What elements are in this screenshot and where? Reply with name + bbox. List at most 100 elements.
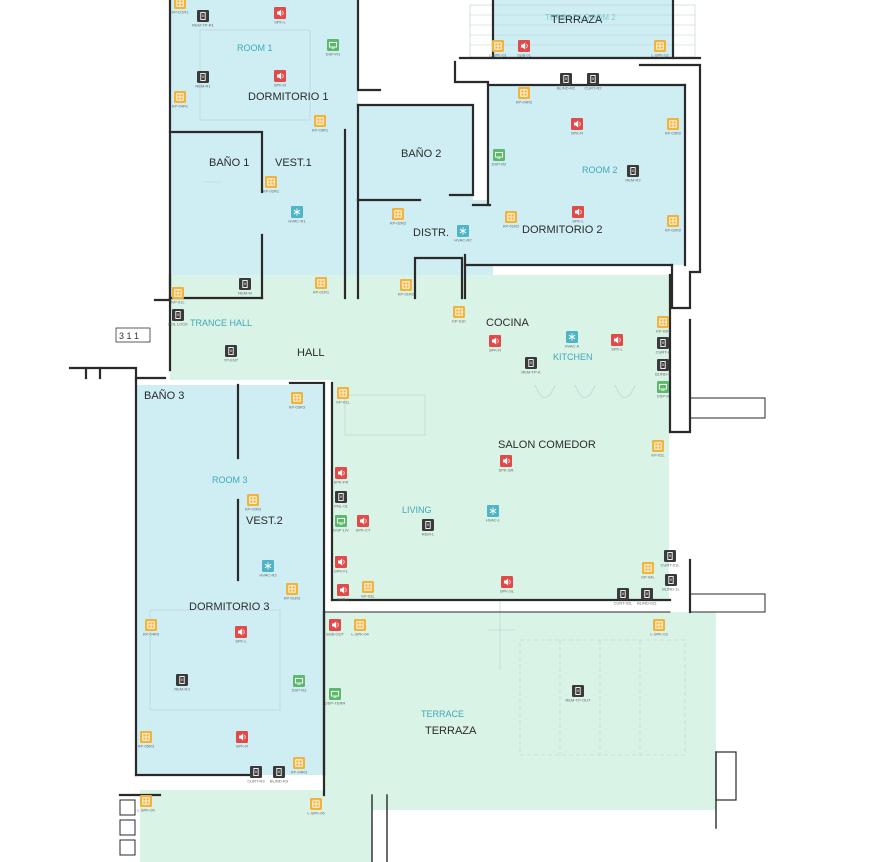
- device-remote[interactable]: CURT-01L: [661, 550, 681, 568]
- device-speaker[interactable]: SUB-01: [517, 40, 532, 58]
- device-remote[interactable]: TP-ENT: [224, 345, 239, 363]
- display-glyph: [328, 41, 338, 48]
- remote-glyph: [563, 75, 569, 83]
- device-speaker[interactable]: SPK-SR: [499, 455, 514, 473]
- device-speaker[interactable]: SPK-L: [274, 7, 287, 25]
- device-remote[interactable]: BLIND-R2: [557, 73, 576, 91]
- device-keypad[interactable]: KP-04R1: [172, 91, 189, 109]
- device-hvac[interactable]: HVAC-R1: [288, 206, 306, 224]
- device-remote[interactable]: REM-TP-K: [521, 357, 541, 375]
- device-keypad[interactable]: KP-02K: [656, 316, 670, 334]
- device-keypad[interactable]: KP-01L: [336, 387, 350, 405]
- device-remote[interactable]: REM-R2: [625, 165, 641, 183]
- device-keypad[interactable]: KP-02R3: [245, 494, 262, 512]
- device-keypad[interactable]: KP-04R3: [143, 619, 160, 637]
- device-keypad[interactable]: KP-03R2: [665, 118, 682, 136]
- device-display[interactable]: DSP-LIV: [333, 515, 349, 533]
- device-remote[interactable]: BLIND-K: [655, 359, 671, 377]
- device-keypad[interactable]: L-SPK-01: [489, 40, 507, 58]
- remote-glyph: [660, 339, 666, 347]
- device-keypad[interactable]: KP-01R3: [284, 583, 301, 601]
- device-speaker[interactable]: SPK-FR: [334, 467, 349, 485]
- device-keypad[interactable]: KP-D1R1: [172, 0, 190, 15]
- device-keypad[interactable]: KP-01R2: [398, 279, 415, 297]
- device-keypad[interactable]: KP-03L: [361, 581, 375, 599]
- speaker-glyph: [497, 338, 499, 344]
- device-speaker[interactable]: SPK-CT: [356, 515, 371, 533]
- device-keypad[interactable]: KP-02L: [651, 440, 665, 458]
- device-display[interactable]: DSP-TERR: [325, 688, 346, 706]
- device-speaker[interactable]: SPK-R: [236, 731, 248, 749]
- keypad-glyph: [356, 621, 364, 629]
- keypad-glyph: [295, 759, 303, 767]
- device-speaker[interactable]: SPK-R: [489, 335, 501, 353]
- device-keypad[interactable]: KP-02R2: [390, 208, 407, 226]
- device-remote[interactable]: CURT-R3: [247, 766, 265, 784]
- device-display[interactable]: DSP-R1: [326, 39, 341, 57]
- device-label: KP-02R2: [390, 221, 407, 226]
- device-remote[interactable]: REM-M: [238, 278, 252, 296]
- device-remote[interactable]: PNL-01: [334, 491, 349, 509]
- device-remote[interactable]: BLIND-02L: [637, 588, 658, 606]
- device-remote[interactable]: CURT-02L: [614, 588, 634, 606]
- device-keypad[interactable]: KP-04L: [641, 562, 655, 580]
- remote-glyph: [620, 590, 626, 598]
- device-keypad[interactable]: L-SPK-02: [651, 40, 669, 58]
- device-keypad[interactable]: L-SPK-03: [650, 619, 668, 637]
- wall: [356, 103, 475, 197]
- fixture-lines: [149, 4, 696, 756]
- device-remote[interactable]: POL LOCK: [168, 309, 188, 327]
- device-speaker[interactable]: SPK-L: [235, 626, 248, 644]
- device-label: CURT-01L: [661, 563, 681, 568]
- device-speaker[interactable]: SPK-R: [571, 118, 583, 136]
- device-keypad[interactable]: KP-04R2: [516, 87, 533, 105]
- balcony-rail: [689, 397, 766, 419]
- device-keypad[interactable]: KP-01K: [452, 306, 466, 324]
- device-speaker[interactable]: SPK-SL: [500, 576, 515, 594]
- device-hvac[interactable]: HVAC-K: [565, 331, 580, 349]
- device-remote[interactable]: CURT-R2: [584, 73, 602, 91]
- speaker-glyph: [277, 9, 282, 17]
- device-speaker[interactable]: SUB-L: [337, 584, 350, 602]
- device-keypad[interactable]: KP-01R2: [503, 211, 520, 229]
- device-remote[interactable]: CURT-K: [656, 337, 671, 355]
- device-label: KP-03L: [361, 594, 375, 599]
- device-keypad[interactable]: KP-02R1: [263, 176, 280, 194]
- device-keypad[interactable]: KP-03R1: [312, 115, 329, 133]
- device-speaker[interactable]: SPK-R: [274, 70, 286, 88]
- terrace-planter: [715, 751, 737, 801]
- device-speaker[interactable]: SUB-OUT: [326, 619, 345, 637]
- device-keypad[interactable]: L-SPK-06: [307, 798, 325, 816]
- device-remote[interactable]: REM-R3: [174, 674, 190, 692]
- device-keypad[interactable]: KP-02R2: [665, 215, 682, 233]
- device-display[interactable]: DSP-R3: [292, 675, 307, 693]
- wall: [668, 273, 692, 434]
- device-remote[interactable]: REM-TP-OUT: [565, 685, 591, 703]
- display-glyph: [494, 151, 504, 158]
- device-hvac[interactable]: HVAC-L: [486, 505, 501, 523]
- device-keypad[interactable]: KP-01L: [171, 287, 185, 305]
- device-keypad[interactable]: KP-04R3: [291, 757, 308, 775]
- device-remote[interactable]: REM-L: [422, 519, 435, 537]
- device-speaker[interactable]: SPK-FL: [334, 556, 349, 574]
- device-remote[interactable]: BLIND-1L: [662, 574, 681, 592]
- device-remote[interactable]: BLIND-R3: [270, 766, 289, 784]
- device-display[interactable]: DSP-K: [657, 381, 670, 399]
- device-label: KP-D1R1: [172, 10, 190, 15]
- device-label: REM-M: [238, 291, 252, 296]
- device-keypad[interactable]: KP-03R3: [289, 392, 306, 410]
- device-keypad[interactable]: KP-05R3: [138, 731, 155, 749]
- device-remote[interactable]: REM-R1: [195, 71, 211, 89]
- device-keypad[interactable]: KP-01R1: [313, 277, 330, 295]
- device-display[interactable]: DSP-R2: [492, 149, 507, 167]
- display-icon: [329, 688, 341, 700]
- remote-glyph: [228, 347, 234, 355]
- device-speaker[interactable]: SPK-L: [572, 206, 585, 224]
- device-keypad[interactable]: L-SPK-04: [351, 619, 369, 637]
- device-hvac[interactable]: HVAC-R3: [259, 560, 277, 578]
- device-speaker[interactable]: SPK-L: [611, 334, 624, 352]
- device-remote[interactable]: REM-TP-R1: [192, 10, 215, 28]
- device-keypad[interactable]: L-SPK-05: [137, 795, 155, 813]
- device-hvac[interactable]: HVAC-R2: [454, 225, 472, 243]
- remote-glyph: [425, 521, 431, 529]
